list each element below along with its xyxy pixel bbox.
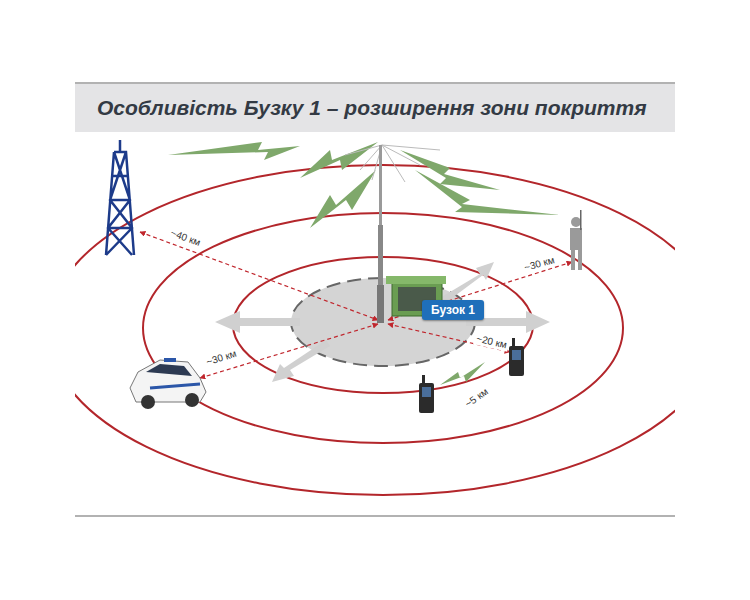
coverage-rings: [75, 165, 675, 495]
device-name: Бузок 1: [431, 303, 475, 317]
antenna-rays: [345, 145, 440, 182]
distance-label: ~40 км: [167, 226, 204, 249]
device-label-box: Бузок 1: [422, 300, 484, 320]
distance-label: ~20 км: [473, 332, 510, 352]
bts-tower: [106, 140, 134, 255]
police-car: [130, 358, 206, 409]
mast: [377, 145, 384, 323]
rule-line: [75, 515, 675, 517]
soldier: [570, 210, 582, 270]
title-text: Особливість Бузку 1 – розширення зони по…: [97, 96, 647, 120]
signal-bolts: [168, 142, 560, 385]
distance-label: ~30 км: [203, 347, 240, 369]
distance-label: ~30 км: [521, 254, 558, 275]
title-band: Особливість Бузку 1 – розширення зони по…: [75, 84, 675, 132]
distance-label: ~5 км: [461, 385, 492, 412]
handheld-radios: [419, 338, 524, 413]
distance-lines: [140, 232, 572, 378]
